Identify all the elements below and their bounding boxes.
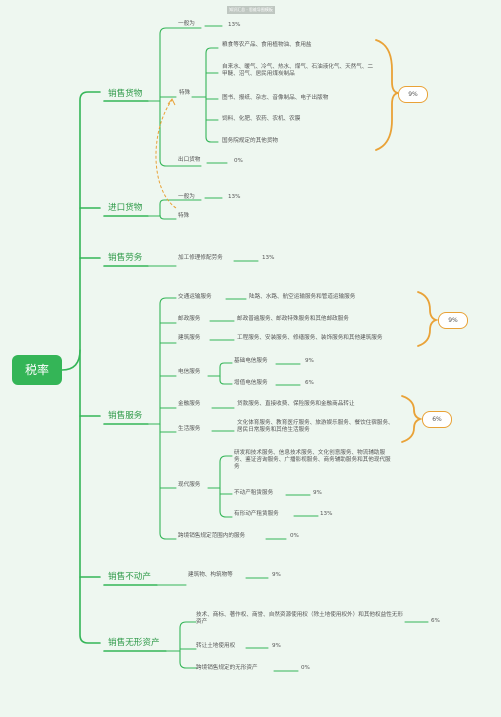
services-modern-detail: 研发和技术服务、信息技术服务、文化创意服务、物流辅助服务、鉴证咨询服务、广播影视…	[234, 450, 391, 470]
category-intangible[interactable]: 销售无形资产	[108, 638, 160, 648]
services-construction-label[interactable]: 建筑服务	[178, 335, 201, 341]
rate-badge-goods-9: 9%	[398, 86, 428, 103]
services-postal-detail: 邮政普遍服务、邮政特殊服务和其他邮政服务	[237, 316, 349, 322]
intangible-tech-rate: 6%	[431, 618, 440, 624]
goods-export-rate: 0%	[234, 158, 243, 164]
services-transport-detail: 陆路、水路、航空运输服务和管道运输服务	[249, 294, 356, 300]
category-services[interactable]: 销售服务	[108, 411, 143, 421]
goods-special-item: 饲料、化肥、农药、农机、农膜	[222, 116, 301, 122]
root-node[interactable]: 税率	[12, 355, 62, 385]
services-life-label[interactable]: 生活服务	[178, 426, 201, 432]
realestate-item-label[interactable]: 建筑物、构筑物等	[188, 572, 233, 578]
category-labor[interactable]: 销售劳务	[108, 253, 143, 263]
goods-special-item: 国务院规定的其他货物	[222, 138, 278, 144]
goods-special-item: 图书、报纸、杂志、音像制品、电子出版物	[222, 95, 329, 101]
goods-export-label[interactable]: 出口货物	[178, 157, 201, 163]
services-finance-label[interactable]: 金融服务	[178, 401, 201, 407]
realestate-item-rate: 9%	[272, 572, 281, 578]
services-postal-label[interactable]: 邮政服务	[178, 316, 201, 322]
intangible-cross-rate: 0%	[301, 665, 310, 671]
goods-special-label[interactable]: 特殊	[179, 90, 191, 96]
goods-general-rate: 13%	[228, 22, 241, 28]
rate-badge-services-9: 9%	[438, 312, 468, 329]
category-goods[interactable]: 销售货物	[108, 89, 143, 99]
imports-general-rate: 13%	[228, 194, 241, 200]
modern-movable-rate: 9%	[313, 490, 322, 496]
telecom-basic-label[interactable]: 基础电信服务	[234, 358, 268, 364]
telecom-valueadded-label[interactable]: 增值电信服务	[234, 380, 268, 386]
category-realestate[interactable]: 销售不动产	[108, 572, 151, 582]
goods-special-item: 自来水、暖气、冷气、热水、煤气、石油液化气、天然气、二甲醚、沼气、居民用煤炭制品	[222, 64, 374, 77]
telecom-basic-rate: 9%	[305, 358, 314, 364]
imports-general-label[interactable]: 一般为	[178, 194, 195, 200]
goods-general-label[interactable]: 一般为	[178, 21, 195, 27]
services-transport-label[interactable]: 交通运输服务	[178, 294, 212, 300]
modern-tangible-label[interactable]: 有形动产租赁服务	[234, 511, 279, 517]
services-finance-detail: 贷款服务、直接收费、保险服务和金融商品转让	[237, 401, 355, 407]
services-modern-label[interactable]: 现代服务	[178, 482, 201, 488]
imports-special-label[interactable]: 特殊	[178, 213, 190, 219]
watermark: 知识汇总 · 思维导图模板	[227, 6, 275, 14]
trunk-line-lower	[79, 349, 101, 644]
services-construction-detail: 工程服务、安装服务、修缮服务、装饰服务和其他建筑服务	[237, 335, 383, 341]
modern-tangible-rate: 13%	[320, 511, 333, 517]
modern-movable-label[interactable]: 不动产租赁服务	[234, 490, 274, 496]
intangible-land-label[interactable]: 转让土地使用权	[196, 643, 236, 649]
intangible-cross-label[interactable]: 跨境销售规定的无形资产	[196, 665, 258, 671]
brace-goods-9	[375, 39, 399, 151]
services-telecom-label[interactable]: 电信服务	[178, 369, 201, 375]
intangible-tech-label[interactable]: 技术、商标、著作权、商誉、自然资源使用权（除土地使用权外）和其他权益性无形资产	[196, 612, 403, 625]
services-cross-label[interactable]: 跨境销售规定范围内的服务	[178, 533, 246, 539]
dashed-link-arrow	[155, 99, 177, 209]
services-cross-rate: 0%	[290, 533, 299, 539]
rate-badge-services-6: 6%	[422, 411, 452, 428]
labor-item-rate: 13%	[262, 255, 275, 261]
services-life-detail: 文化体育服务、教育医疗服务、旅游娱乐服务、餐饮住宿服务、居民日常服务和其他生活服…	[237, 420, 394, 433]
labor-item-label[interactable]: 加工修理修配劳务	[178, 255, 223, 261]
trunk-line	[61, 91, 101, 371]
category-imports[interactable]: 进口货物	[108, 203, 143, 213]
telecom-valueadded-rate: 6%	[305, 380, 314, 386]
intangible-land-rate: 9%	[272, 643, 281, 649]
goods-special-item: 粮食等农产品、食用植物油、食用盐	[222, 42, 312, 48]
brace-services-9	[417, 291, 439, 347]
brace-services-6	[401, 395, 423, 443]
